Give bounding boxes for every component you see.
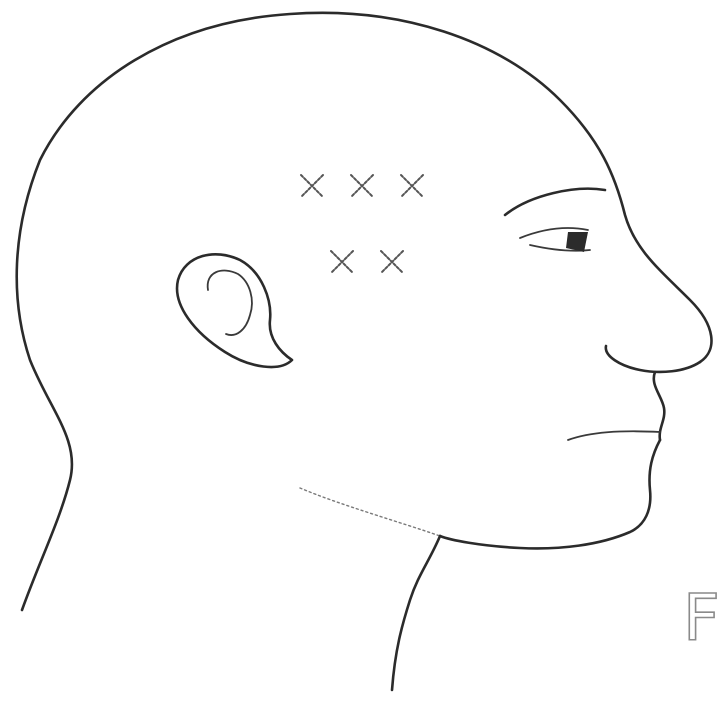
ear-inner [208,271,252,336]
jawline [300,488,440,536]
injection-site-marker [381,251,403,273]
injection-site-marker [401,175,423,197]
eye-pupil [566,232,588,252]
eyebrow [505,189,605,215]
injection-site-marker [331,251,353,273]
injection-markers [301,175,423,273]
upper-lip-outline [654,372,665,440]
mouth-line [568,431,660,440]
injection-site-marker [351,175,373,197]
neck-front [392,536,440,690]
injection-site-marker [301,175,323,197]
chin-outline [440,440,660,548]
nose-outline [606,346,700,372]
ear-outer [177,254,292,367]
figure-label: F [683,582,720,656]
head-outline [17,13,712,610]
